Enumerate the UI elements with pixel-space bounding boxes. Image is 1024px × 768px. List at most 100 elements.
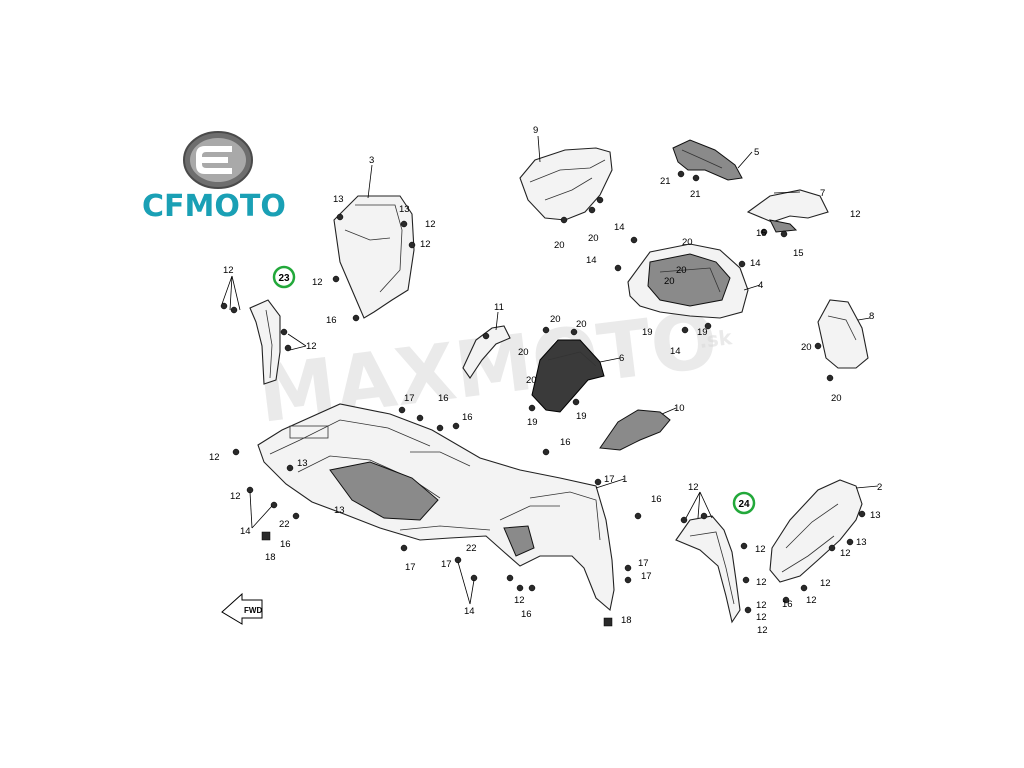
callout-18: 18: [265, 552, 276, 563]
callout-20: 20: [682, 237, 693, 248]
callout-19: 19: [697, 327, 708, 338]
part-6-windscreen: [528, 326, 605, 413]
callout-5: 5: [754, 147, 759, 158]
callout-12: 12: [850, 209, 861, 220]
callout-22: 22: [279, 519, 290, 530]
callout-17: 17: [638, 558, 649, 569]
callout-20: 20: [526, 375, 537, 386]
callout-10: 10: [674, 403, 685, 414]
part-3-side-panel-left: [332, 195, 416, 322]
callout-13: 13: [870, 510, 881, 521]
callout-16: 16: [438, 393, 449, 404]
callout-12: 12: [514, 595, 525, 606]
callout-12: 12: [755, 544, 766, 555]
forward-label: FWD: [244, 606, 262, 615]
leader-lines: [221, 135, 879, 605]
part-9-fender-cover: [519, 147, 613, 224]
callout-12: 12: [230, 491, 241, 502]
callout-17: 17: [604, 474, 615, 485]
callout-12: 12: [425, 219, 436, 230]
callout-13: 13: [334, 505, 345, 516]
callout-15: 15: [756, 228, 767, 239]
callout-21: 21: [690, 189, 701, 200]
callout-17: 17: [405, 562, 416, 573]
callout-6: 6: [619, 353, 624, 364]
callout-12: 12: [756, 600, 767, 611]
callout-12: 12: [312, 277, 323, 288]
callout-16: 16: [782, 599, 793, 610]
callout-12: 12: [756, 612, 767, 623]
part-23-mudflap-left: [220, 299, 292, 385]
callout-15: 15: [793, 248, 804, 259]
callout-20: 20: [801, 342, 812, 353]
callout-12: 12: [420, 239, 431, 250]
callout-labels: 9 5 3 13 13 12 12 12 16 21 21 20 20 7 12…: [209, 125, 882, 636]
callout-19: 19: [527, 417, 538, 428]
callout-19: 19: [642, 327, 653, 338]
callout-11: 11: [494, 302, 504, 313]
part-11-bracket: [462, 325, 511, 379]
part-7-small-cover: [746, 189, 829, 238]
callout-12: 12: [223, 265, 234, 276]
callout-12: 12: [820, 578, 831, 589]
callout-13: 13: [399, 204, 410, 215]
callout-20: 20: [588, 233, 599, 244]
callout-20: 20: [664, 276, 675, 287]
callout-17: 17: [641, 571, 652, 582]
callout-22: 22: [466, 543, 477, 554]
callout-16: 16: [280, 539, 291, 550]
callout-12: 12: [209, 452, 220, 463]
watermark-suffix: .sk: [698, 325, 734, 353]
part-24-mudflap-right: [675, 512, 752, 624]
callout-14: 14: [750, 258, 761, 269]
callout-14: 14: [464, 606, 475, 617]
callout-17: 17: [441, 559, 452, 570]
callout-12: 12: [757, 625, 768, 636]
part-1-front-body: [257, 403, 615, 612]
brand-wordmark: CFMOTO: [142, 189, 286, 224]
callout-16: 16: [651, 494, 662, 505]
callout-16: 16: [462, 412, 473, 423]
callout-2: 2: [877, 482, 882, 493]
callout-17: 17: [404, 393, 415, 404]
callout-20: 20: [831, 393, 842, 404]
callout-16: 16: [326, 315, 337, 326]
part-10-vent-cover: [599, 409, 671, 451]
callout-3: 3: [369, 155, 374, 166]
callout-20: 20: [554, 240, 565, 251]
callout-14: 14: [670, 346, 681, 357]
cfmoto-logo: CFMOTO: [142, 131, 286, 224]
highlight-label-24: 24: [738, 499, 750, 510]
callout-13: 13: [856, 537, 867, 548]
callout-16: 16: [560, 437, 571, 448]
callout-14: 14: [240, 526, 251, 537]
callout-20: 20: [676, 265, 687, 276]
callout-12: 12: [688, 482, 699, 493]
part-8-side-cover-right: [814, 299, 869, 382]
callout-12: 12: [806, 595, 817, 606]
highlight-label-23: 23: [278, 273, 290, 284]
callout-13: 13: [297, 458, 308, 469]
callout-1: 1: [622, 474, 627, 485]
callout-18: 18: [621, 615, 632, 626]
callout-9: 9: [533, 125, 538, 136]
callout-14: 14: [586, 255, 597, 266]
callout-12: 12: [306, 341, 317, 352]
callout-20: 20: [550, 314, 561, 325]
loose-fasteners: [232, 406, 642, 627]
callout-12: 12: [756, 577, 767, 588]
highlight-callout-23[interactable]: 23: [272, 265, 296, 289]
cfmoto-emblem-icon: [183, 131, 253, 189]
callout-4: 4: [758, 280, 763, 291]
part-2-rear-side-panel: [769, 479, 866, 604]
highlight-callout-24[interactable]: 24: [732, 491, 756, 515]
callout-8: 8: [869, 311, 874, 322]
callout-7: 7: [820, 188, 825, 199]
callout-12: 12: [840, 548, 851, 559]
callout-19: 19: [576, 411, 587, 422]
part-4-front-rack-frame: [614, 236, 749, 334]
callout-16: 16: [521, 609, 532, 620]
callout-13: 13: [333, 194, 344, 205]
callout-21: 21: [660, 176, 671, 187]
